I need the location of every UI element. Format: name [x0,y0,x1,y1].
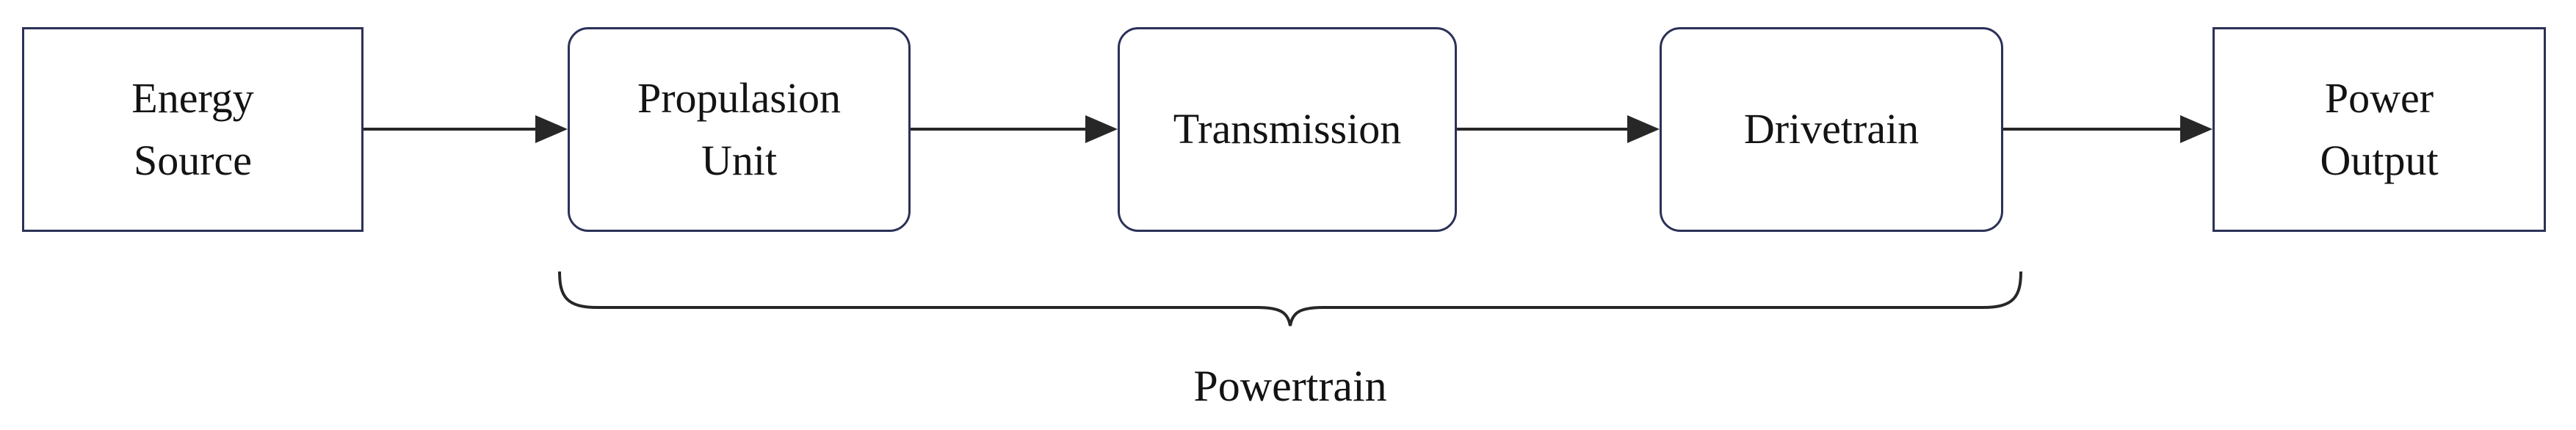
node-power-output: Power Output [2213,27,2546,232]
arrowhead-icon [1085,115,1118,143]
node-drivetrain-label: Drivetrain [1743,105,1920,153]
underbrace-powertrain [558,271,2022,327]
node-energy-source: Energy Source [22,27,363,232]
node-drivetrain: Drivetrain [1660,27,2003,232]
arrow-propulsion-to-transmission [911,115,1118,143]
node-transmission-label: Transmission [1173,105,1402,153]
node-propulsion-unit: Propulasion Unit [568,27,911,232]
node-energy-source-label: Energy Source [131,74,254,184]
node-transmission: Transmission [1118,27,1457,232]
arrowhead-icon [535,115,568,143]
arrowhead-icon [1627,115,1660,143]
powertrain-group-label: Powertrain [1193,362,1387,410]
arrow-energy-to-propulsion [363,115,568,143]
node-propulsion-unit-label: Propulasion Unit [637,74,842,184]
node-power-output-label: Power Output [2320,74,2439,184]
arrow-drivetrain-to-output [2003,115,2213,143]
arrow-transmission-to-drivetrain [1457,115,1660,143]
arrowhead-icon [2180,115,2213,143]
